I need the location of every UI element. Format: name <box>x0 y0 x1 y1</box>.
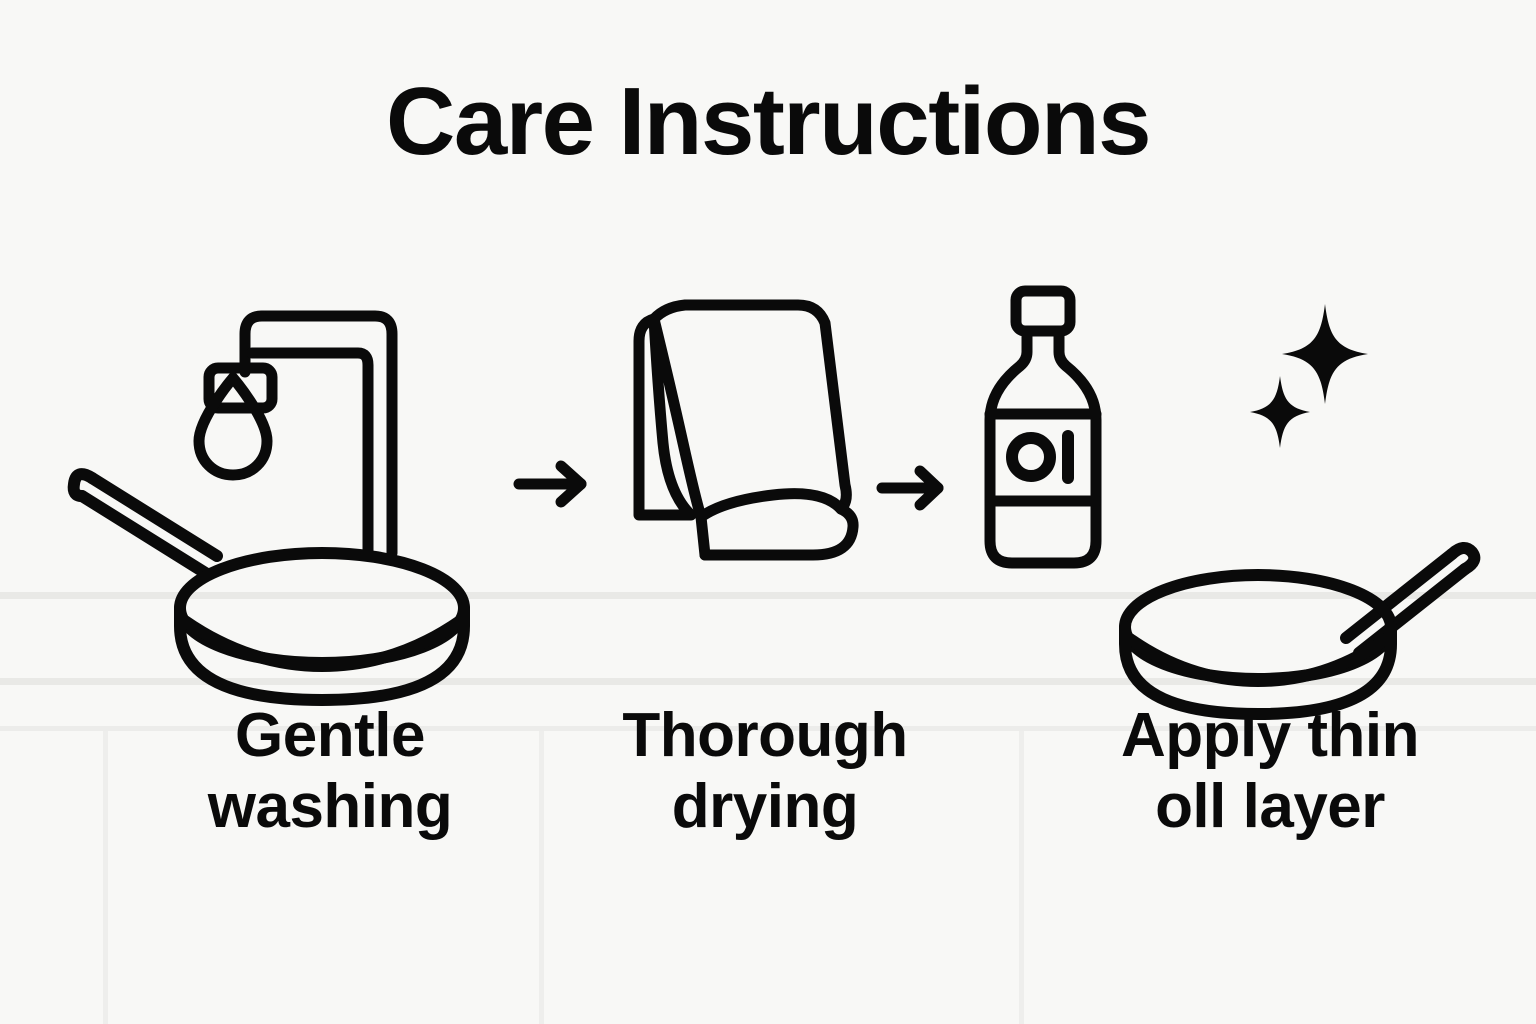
folded-towel-icon <box>633 299 859 561</box>
bottle-label-text <box>1006 430 1074 484</box>
step-1-caption: Gentle washing <box>207 701 453 842</box>
step-1-icon-group <box>70 268 480 638</box>
sparkle-large-icon <box>1282 304 1368 404</box>
step-2-icon-group <box>613 293 878 583</box>
faucet-spout-icon <box>203 362 278 414</box>
frying-pan-icon <box>1119 542 1481 720</box>
right-arrow-icon <box>513 460 587 508</box>
frying-pan-icon <box>67 468 470 706</box>
water-drop-icon <box>193 372 273 481</box>
icon-row <box>0 268 1536 720</box>
arrow-2 <box>876 463 952 513</box>
step-3-pan-icon <box>1118 418 1481 728</box>
caption-row: Gentle washing Thorough drying Apply thi… <box>0 700 1536 880</box>
sparkle-small-icon <box>1250 376 1310 448</box>
step-3-sparkles <box>1240 296 1380 456</box>
oil-bottle-icon <box>984 285 1102 569</box>
step-3-caption: Apply thin oll layer <box>1120 701 1420 842</box>
page-title: Care Instructions <box>385 68 1152 175</box>
step-1-pan-icon <box>67 438 480 728</box>
step-3-bottle-icon <box>975 285 1110 586</box>
faucet-icon <box>239 310 398 559</box>
right-arrow-icon <box>876 465 944 511</box>
arrow-1 <box>513 458 595 510</box>
step-2-caption: Thorough drying <box>622 701 908 842</box>
